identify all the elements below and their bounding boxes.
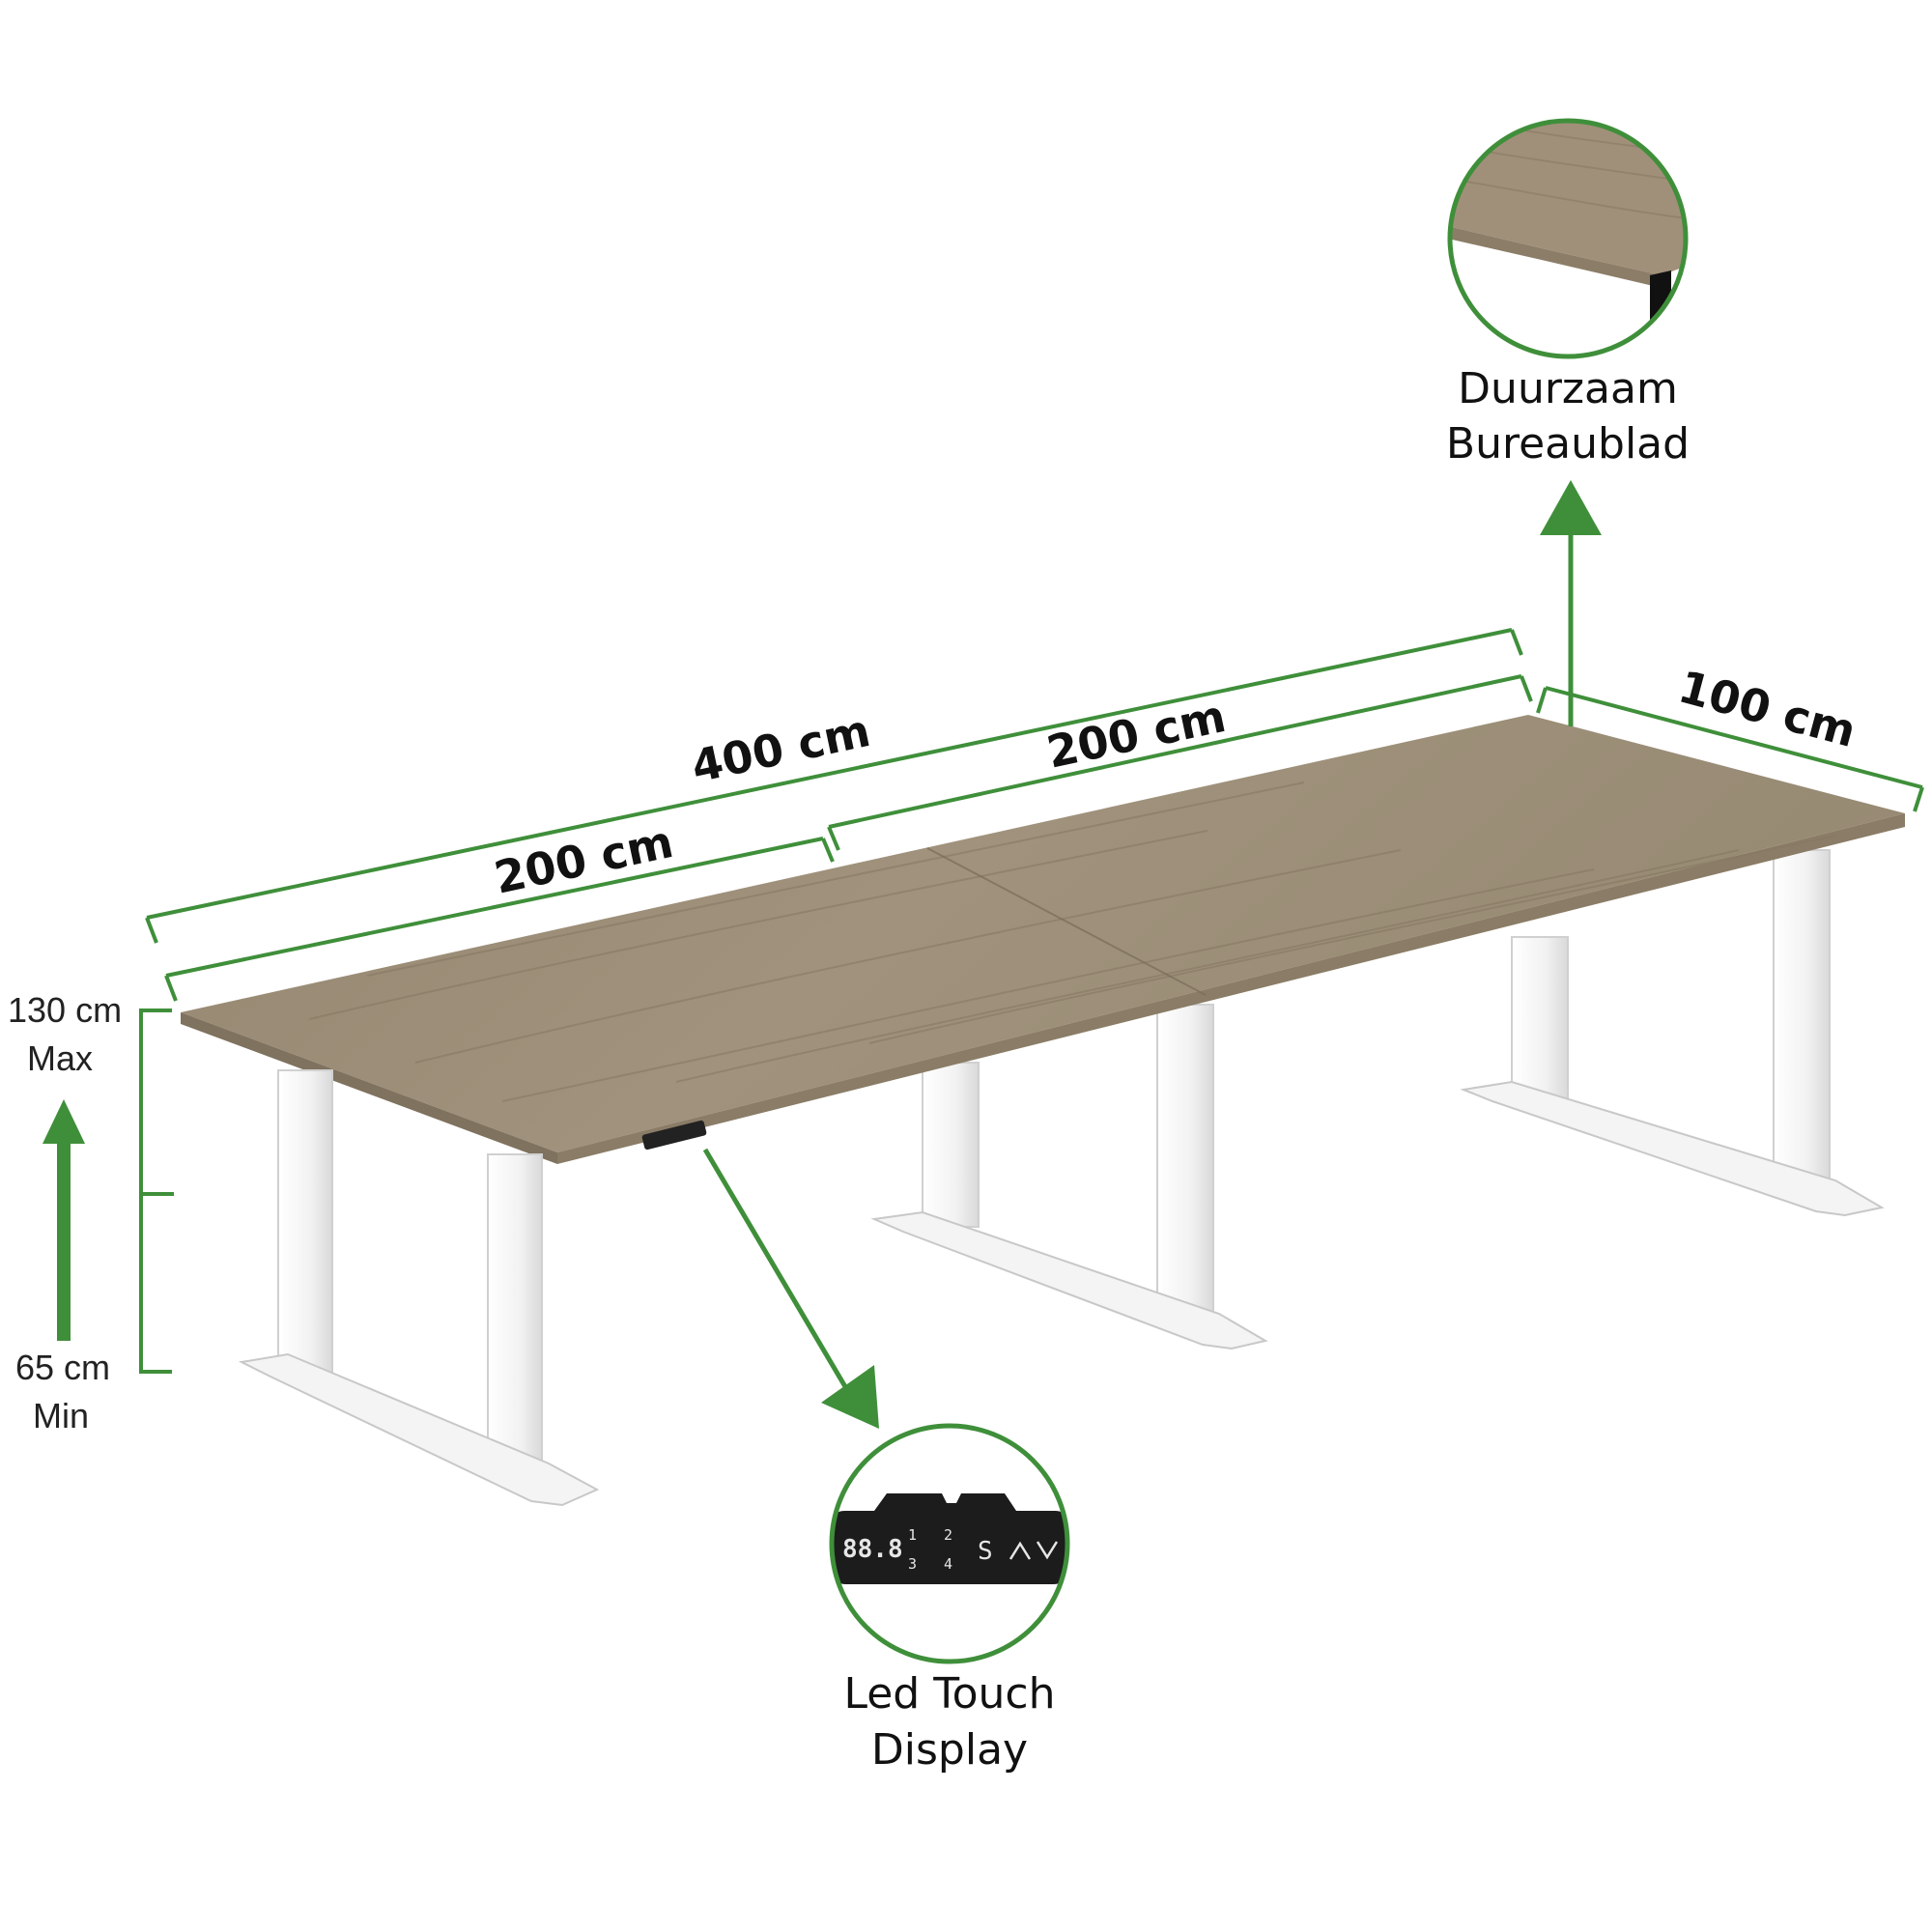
dimension-segment-left: 200 cm [490,815,677,904]
arrow-display-line [702,1148,853,1397]
preset-3[interactable]: 3 [908,1555,917,1573]
height-min-label: Min [33,1396,89,1435]
tabletop-front-edge [181,1012,557,1164]
display-detail-circle: 88.8 1 2 3 4 S [829,1423,1070,1664]
control-panel-body [832,1493,1067,1584]
display-readout: 88.8 [842,1535,903,1564]
foot-right [1460,1080,1885,1217]
arrow-tabletop-head [1540,480,1602,535]
chevron-up-icon[interactable] [1009,1541,1032,1560]
dimension-depth: 100 cm [1673,660,1861,757]
callout-display-line2: Display [871,1725,1028,1775]
callout-arrows [702,480,1602,1429]
foot-middle [870,1210,1268,1350]
tabletop-detail-circle [1447,118,1689,359]
height-max-value: 130 cm [8,990,122,1030]
height-arrow [43,1099,85,1341]
callout-tabletop-line2: Bureaublad [1446,419,1690,469]
tabletop-side-edge [557,813,1905,1164]
save-button[interactable]: S [978,1537,993,1566]
dimension-lines [139,628,1924,1374]
leg-middle-back [1156,1004,1214,1324]
desk-frame-back [870,849,1885,1350]
callout-display-line1: Led Touch [843,1669,1055,1719]
control-box [641,1120,707,1151]
leg-left-front [277,1069,333,1380]
preset-4[interactable]: 4 [944,1555,952,1573]
foot-left [238,1352,600,1507]
height-max-label: Max [27,1038,93,1078]
leg-right-back [1773,849,1831,1179]
arrow-display-head [821,1365,879,1429]
leg-right-front [1511,936,1569,1102]
preset-2[interactable]: 2 [944,1526,952,1544]
height-min-value: 65 cm [15,1348,110,1387]
tabletop-seam [926,847,1207,996]
preset-1[interactable]: 1 [908,1526,917,1544]
tabletop-surface [181,715,1905,1152]
desk-frame-front [238,1069,600,1507]
callout-tabletop-line1: Duurzaam [1458,364,1678,413]
dimension-total-width: 400 cm [687,704,874,793]
leg-left-back [487,1153,543,1469]
chevron-down-icon[interactable] [1036,1541,1059,1560]
dimension-segment-right: 200 cm [1042,690,1230,779]
tabletop [181,715,1905,1164]
leg-middle-front [922,1062,980,1228]
